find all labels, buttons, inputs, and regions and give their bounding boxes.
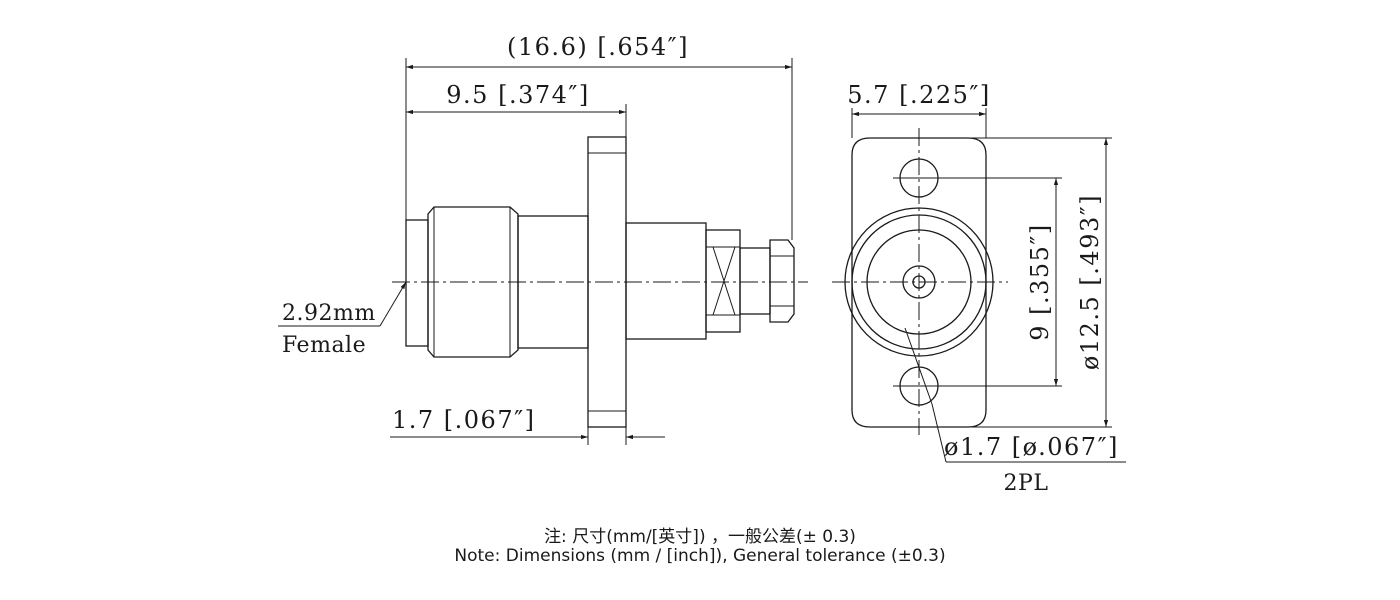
connector-size-label: 2.92mm	[282, 301, 376, 326]
center-contact	[902, 265, 936, 299]
flange-diameter-label: ø12.5 [.493″]	[1076, 194, 1104, 370]
front-view: 5.7 [.225″] 9 [.355″] ø12.5 [.493″] ø1.7…	[832, 81, 1126, 496]
outer-body-circle	[844, 207, 994, 357]
note-chinese: 注: 尺寸(mm/[英寸]) ，一般公差(± 0.3)	[544, 527, 856, 547]
hex-section	[705, 229, 741, 333]
flange-width-label: 5.7 [.225″]	[847, 81, 990, 109]
dielectric-circle	[866, 229, 972, 335]
overall-length-label: (16.6) [.654″]	[507, 33, 689, 61]
rear-pin	[739, 239, 795, 323]
rear-body	[625, 222, 707, 340]
connector-gender-label: Female	[282, 333, 366, 358]
body-length-label: 9.5 [.374″]	[446, 81, 589, 109]
hole-spacing-label: 9 [.355″]	[1026, 223, 1054, 341]
side-view: (16.6) [.654″] 9.5 [.374″] 1.7 [.067″] 2…	[278, 33, 808, 445]
flange-thickness-label: 1.7 [.067″]	[392, 406, 535, 434]
note-english: Note: Dimensions (mm / [inch]), General …	[454, 546, 946, 566]
connector-nut	[405, 206, 519, 358]
hole-count-label: 2PL	[1004, 471, 1049, 496]
hole-diameter-label: ø1.7 [ø.067″]	[944, 433, 1119, 461]
flange-front	[851, 137, 987, 428]
